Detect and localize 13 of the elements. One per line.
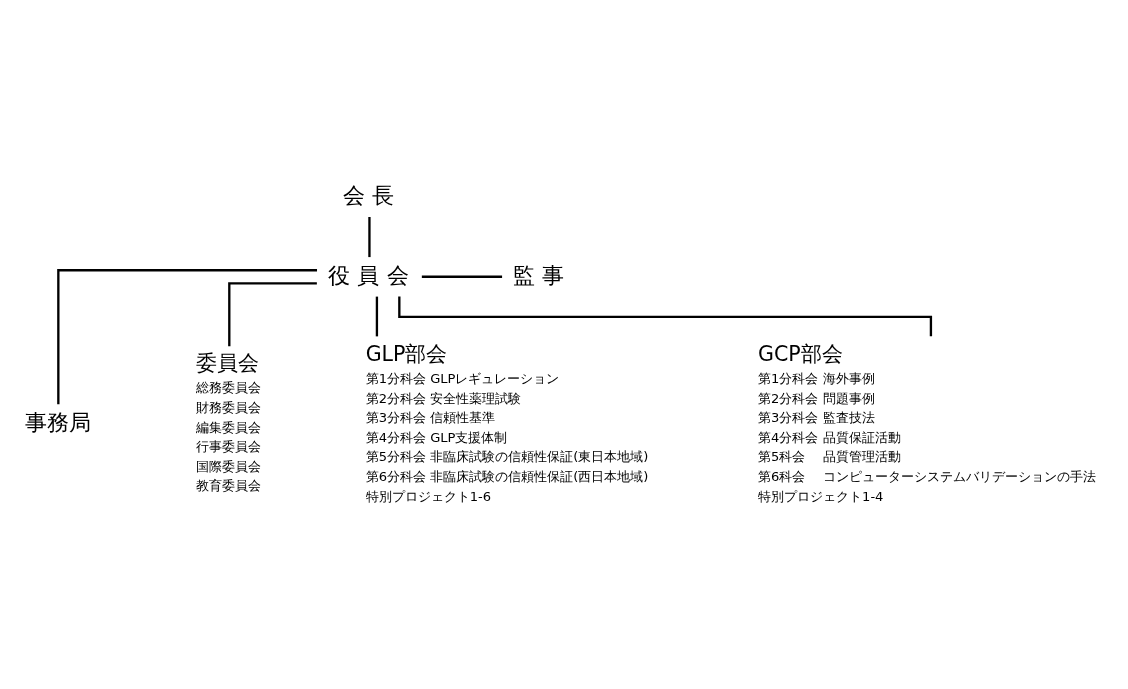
node-text: 事務局 — [24, 408, 91, 435]
node-text: GLP部会 第1分科会 GLPレギュレーション 第2分科会 安全性薬理試験 第3分科会 信頼性基準 第4分科会 GLP支援体制 第5分科会 非臨床試験の信頼性保証(東日本地域) 第6分科会 非臨床試験の信頼性保証(西日本地域) 特別プロジェクト1-6 — [365, 341, 649, 504]
connector — [375, 296, 379, 337]
connector — [368, 217, 371, 258]
connector — [57, 269, 317, 405]
node-text: 会 長 — [343, 182, 395, 209]
node-text: 監 事 — [513, 261, 565, 288]
connector — [228, 282, 317, 347]
node-text: 委員会 総務委員会 財務委員会 編集委員会 行事委員会 国際委員会 教育委員会 — [195, 351, 261, 494]
node-text: GCP部会 第1分科会 海外事例 第2分科会 問題事例 第3分科会 監査技法 第4分科会 品質保証活動 第5科会 品質管理活動 第6科会 コンピューターシステムバリデーションの手法 特別プロジェクト1-4 — [758, 341, 1096, 504]
connector — [398, 296, 933, 337]
node-text: 役 員 会 — [328, 261, 409, 288]
connector — [421, 275, 503, 278]
